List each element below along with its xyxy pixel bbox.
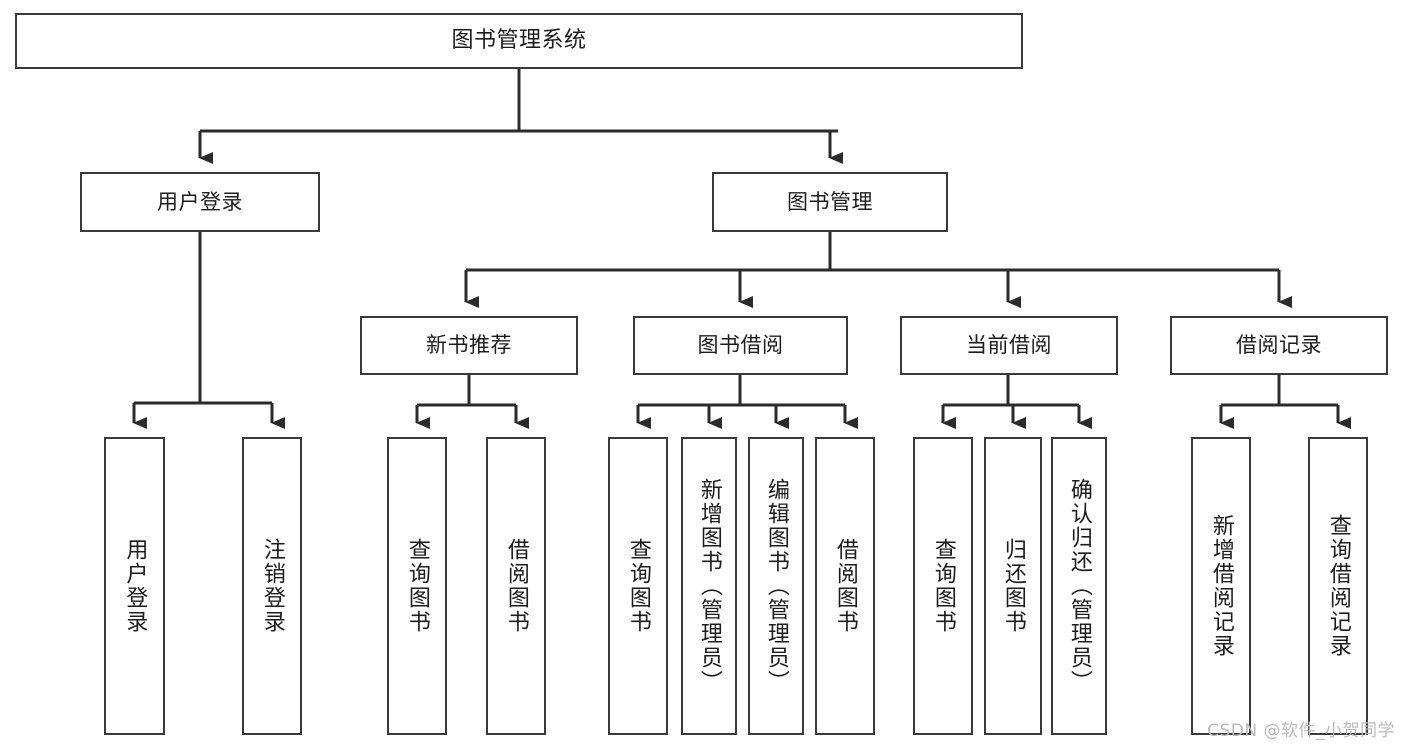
node-label: 借阅图书 [503, 538, 529, 634]
leaf-rec-add-record[interactable]: 新增借阅记录 [1191, 437, 1251, 735]
leaf-cur-query-book[interactable]: 查询图书 [913, 437, 973, 735]
node-book-manage[interactable]: 图书管理 [712, 172, 948, 232]
leaf-borrow-add-book[interactable]: 新增图书（管理员） [681, 437, 737, 735]
node-label: 借阅记录 [1236, 333, 1322, 358]
leaf-rec-query-record[interactable]: 查询借阅记录 [1308, 437, 1368, 735]
node-label: 用户登录 [157, 189, 243, 214]
node-label: 注销登录 [259, 538, 285, 634]
leaf-user-login[interactable]: 用户登录 [104, 437, 165, 735]
node-label: 查询图书 [930, 538, 956, 634]
leaf-borrow-lend-book[interactable]: 借阅图书 [815, 437, 875, 735]
node-label: 新增图书（管理员） [696, 478, 722, 694]
node-borrow-record[interactable]: 借阅记录 [1170, 316, 1388, 375]
node-book-borrow[interactable]: 图书借阅 [633, 316, 848, 375]
node-user-login[interactable]: 用户登录 [80, 172, 320, 232]
node-label: 确认归还（管理员） [1066, 478, 1092, 694]
node-label: 借阅图书 [832, 538, 858, 634]
node-label: 当前借阅 [966, 333, 1052, 358]
node-new-book-recommend[interactable]: 新书推荐 [360, 316, 578, 375]
node-label: 归还图书 [1000, 538, 1026, 634]
node-label: 查询图书 [404, 538, 430, 634]
watermark: CSDN @软件_小贺同学 [1207, 721, 1395, 741]
leaf-cur-return-book[interactable]: 归还图书 [984, 437, 1042, 735]
leaf-user-logout[interactable]: 注销登录 [242, 437, 302, 735]
node-label: 查询图书 [625, 538, 651, 634]
node-label: 编辑图书（管理员） [763, 478, 789, 694]
leaf-rec-borrow-book[interactable]: 借阅图书 [486, 437, 546, 735]
node-label: 图书借阅 [697, 333, 784, 358]
leaf-borrow-query-book[interactable]: 查询图书 [608, 437, 668, 735]
node-label: 用户登录 [122, 538, 148, 634]
leaf-cur-confirm-return[interactable]: 确认归还（管理员） [1051, 437, 1107, 735]
leaf-rec-query-book[interactable]: 查询图书 [387, 437, 447, 735]
leaf-borrow-edit-book[interactable]: 编辑图书（管理员） [748, 437, 804, 735]
node-current-borrow[interactable]: 当前借阅 [900, 316, 1118, 375]
node-label: 图书管理 [787, 189, 873, 214]
node-label: 新书推荐 [426, 333, 512, 358]
node-label: 新增借阅记录 [1208, 514, 1234, 658]
node-root-system[interactable]: 图书管理系统 [15, 13, 1023, 69]
node-label: 图书管理系统 [451, 28, 587, 54]
node-label: 查询借阅记录 [1325, 514, 1351, 658]
